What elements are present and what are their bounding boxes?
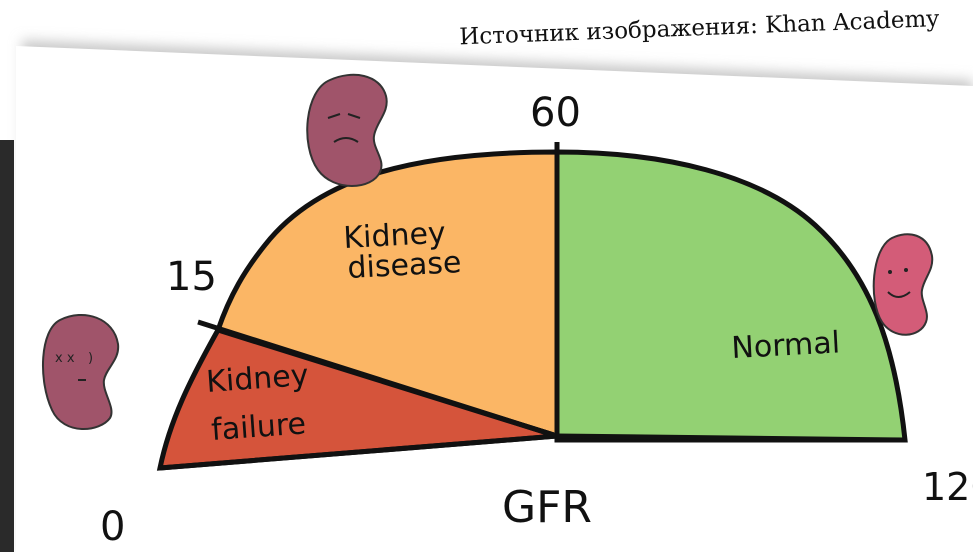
- zone-label-failure-line2: failure: [210, 406, 307, 448]
- tick-label-15: 15: [166, 254, 217, 300]
- zone-label-normal: Normal: [731, 325, 841, 366]
- zone-label-disease-line2: disease: [347, 245, 463, 286]
- tick-label-120: 120: [922, 465, 973, 509]
- left-edge-strip: [0, 140, 14, 552]
- tick-label-60: 60: [530, 90, 581, 136]
- happy-kidney-icon: [874, 234, 933, 335]
- dead-kidney-icon: x x ): [43, 315, 118, 429]
- axis-label-gfr: GFR: [502, 482, 592, 533]
- svg-text:x x: x x: [55, 351, 75, 366]
- zone-label-failure-line1: Kidney: [205, 358, 309, 400]
- sad-kidney-icon: [307, 75, 386, 186]
- tick-label-0: 0: [100, 504, 125, 550]
- svg-text:): ): [88, 351, 93, 366]
